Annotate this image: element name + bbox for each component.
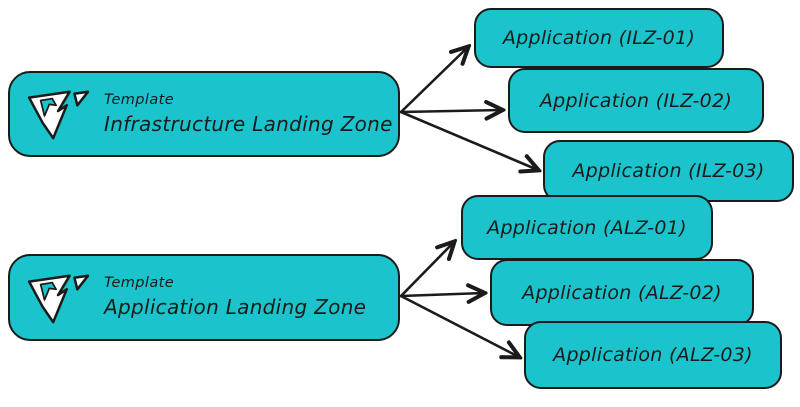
template-kind-label: Template [104,91,175,108]
application-box-alz-03: Application (ALZ-03) [524,321,782,389]
arrow-infrastructure-to-ilz-02 [399,110,502,112]
arrow-infrastructure-to-ilz-01 [399,47,468,114]
template-box-application-landing-zone: Template Application Landing Zone [8,254,400,341]
arrow-application-to-alz-03 [399,294,519,357]
application-box-alz-02: Application (ALZ-02) [490,259,754,326]
application-label: Application (ALZ-02) [522,281,722,304]
application-label: Application (ILZ-01) [502,27,696,49]
arrow-application-to-alz-02 [399,293,484,296]
application-box-alz-01: Application (ALZ-01) [461,195,713,260]
template-name-label: Application Landing Zone [104,295,367,319]
application-label: Application (ALZ-03) [553,344,753,366]
application-box-ilz-02: Application (ILZ-02) [508,68,764,133]
application-label: Application (ILZ-03) [572,160,765,182]
application-box-ilz-03: Application (ILZ-03) [543,140,794,202]
application-label: Application (ILZ-02) [539,89,733,112]
template-name-label: Infrastructure Landing Zone [104,111,393,136]
template-text-block: Template Infrastructure Landing Zone [104,91,393,138]
template-kind-label: Template [104,275,175,291]
application-label: Application (ALZ-01) [487,216,687,239]
nuon-mark-icon [27,274,90,323]
arrow-application-to-alz-01 [399,242,454,298]
arrow-infrastructure-to-ilz-03 [399,110,538,170]
template-text-block: Template Application Landing Zone [104,274,366,321]
application-box-ilz-01: Application (ILZ-01) [474,8,724,68]
template-box-infrastructure-landing-zone: Template Infrastructure Landing Zone [8,71,400,157]
nuon-mark-icon [27,90,90,140]
